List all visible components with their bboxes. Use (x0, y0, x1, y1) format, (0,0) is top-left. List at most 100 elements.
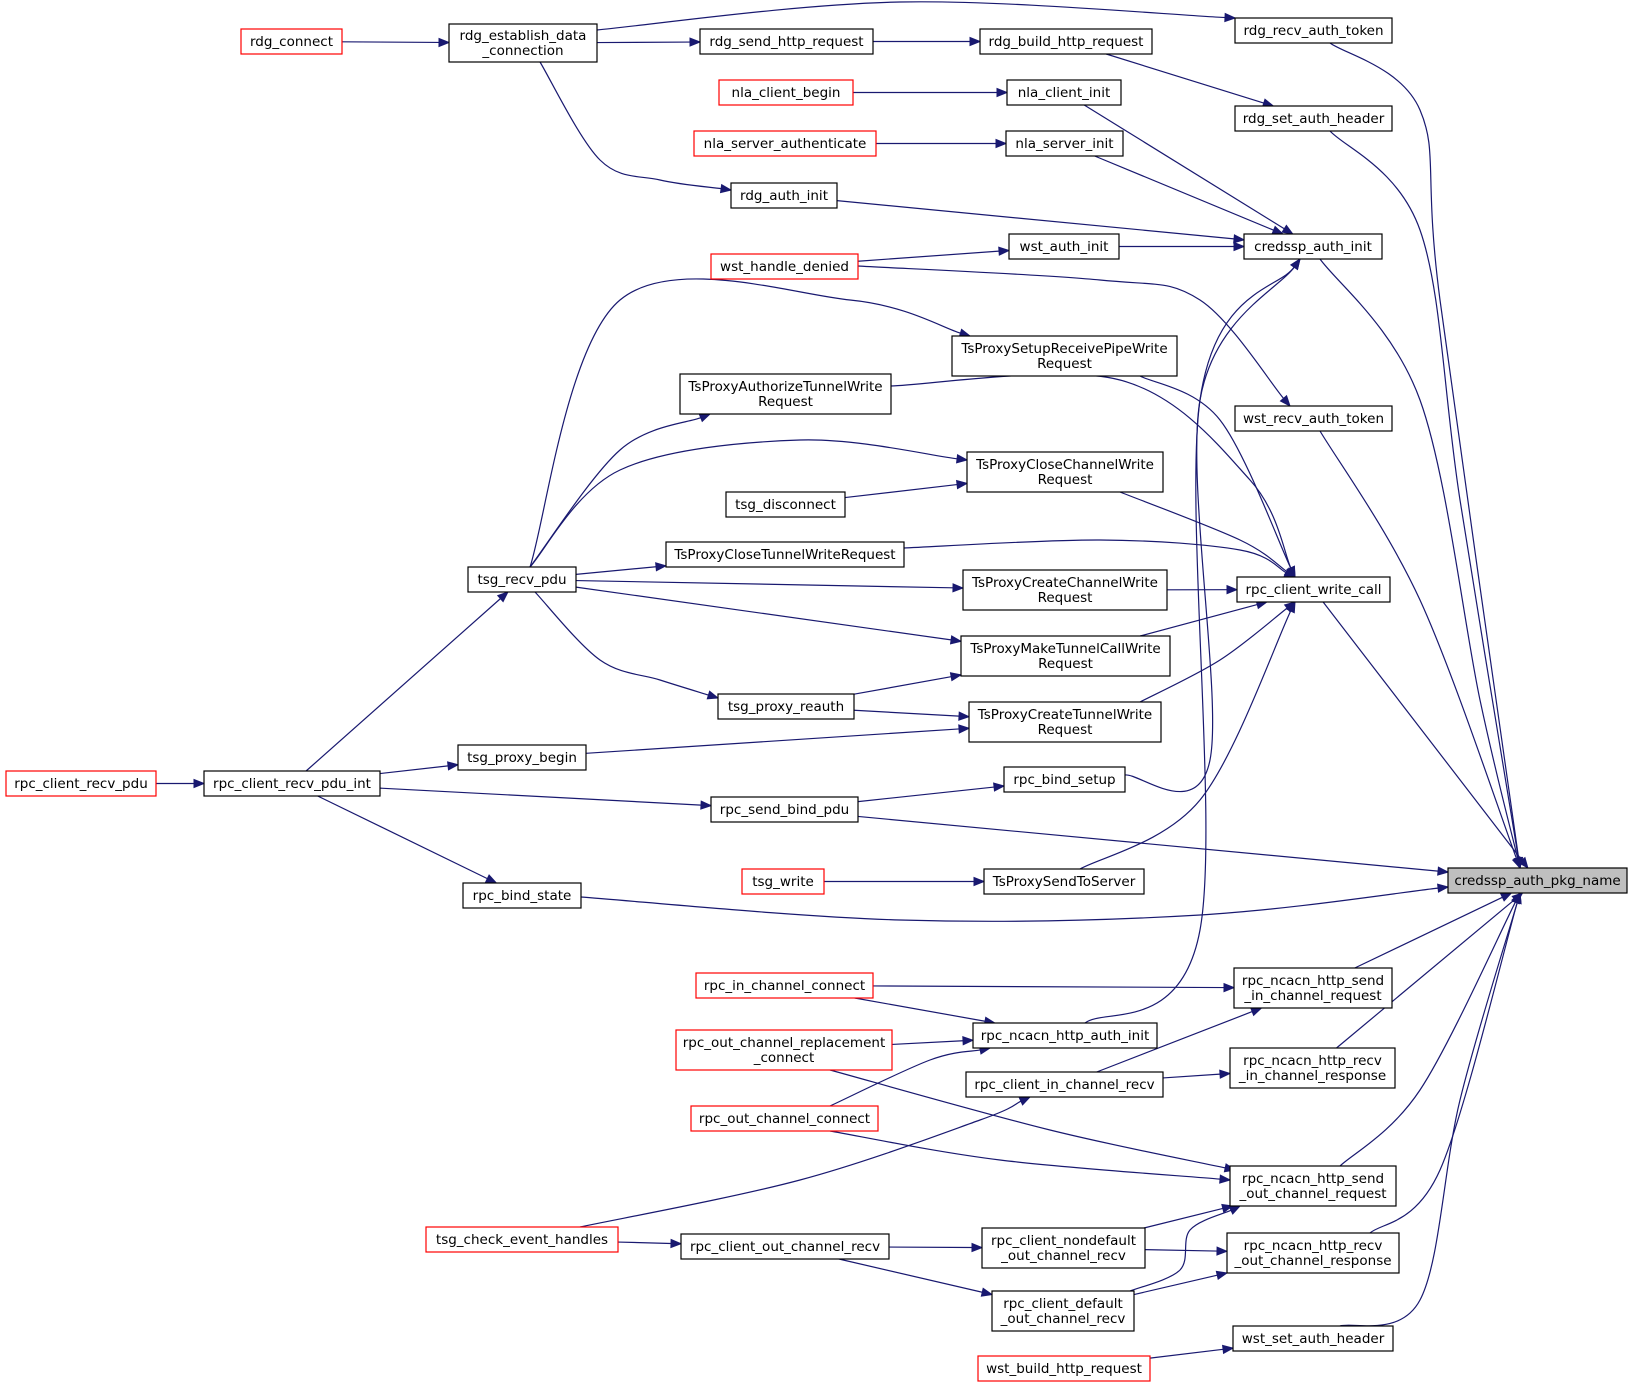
node-box[interactable] (1226, 1232, 1400, 1274)
function-node-wst-set-auth-header[interactable]: wst_set_auth_header (1232, 1325, 1394, 1352)
function-node-tsp-sendtoserver[interactable]: TsProxySendToServer (983, 868, 1145, 895)
node-box[interactable] (1005, 130, 1124, 157)
function-node-rdg-connect[interactable]: rdg_connect (240, 28, 343, 55)
node-box[interactable] (718, 79, 854, 106)
node-box[interactable] (675, 1029, 893, 1071)
function-node-tsp-closetunnel[interactable]: TsProxyCloseTunnelWriteRequest (665, 541, 905, 568)
function-node-rpc-client-in-channel-recv[interactable]: rpc_client_in_channel_recv (965, 1071, 1164, 1098)
node-box[interactable] (983, 868, 1145, 895)
function-node-nla-server-init[interactable]: nla_server_init (1005, 130, 1124, 157)
node-box[interactable] (693, 130, 877, 157)
node-box[interactable] (1233, 967, 1393, 1009)
node-box[interactable] (665, 541, 905, 568)
node-box[interactable] (979, 28, 1153, 55)
function-node-credssp-auth-pkg-name[interactable]: credssp_auth_pkg_name (1447, 867, 1628, 894)
node-box[interactable] (1006, 79, 1122, 106)
node-box[interactable] (710, 796, 859, 823)
function-node-tsg-check-event-handles[interactable]: tsg_check_event_handles (425, 1226, 619, 1253)
node-box[interactable] (467, 566, 577, 593)
function-node-rpc-bind-setup[interactable]: rpc_bind_setup (1003, 766, 1126, 793)
function-node-credssp-auth-init[interactable]: credssp_auth_init (1243, 233, 1383, 260)
function-node-rpc-out-channel-connect[interactable]: rpc_out_channel_connect (690, 1105, 879, 1132)
node-box[interactable] (1236, 576, 1391, 603)
node-box[interactable] (203, 770, 381, 797)
node-box[interactable] (1229, 1047, 1396, 1089)
node-box[interactable] (690, 1105, 879, 1132)
node-box[interactable] (1447, 867, 1628, 894)
function-node-wst-handle-denied[interactable]: wst_handle_denied (710, 253, 859, 280)
function-node-wst-recv-auth-token[interactable]: wst_recv_auth_token (1234, 405, 1393, 432)
function-node-ncacn-recv-out[interactable]: rpc_ncacn_http_recv_out_channel_response (1226, 1232, 1400, 1274)
node-box[interactable] (425, 1226, 619, 1253)
function-node-ncacn-recv-in[interactable]: rpc_ncacn_http_recv_in_channel_response (1229, 1047, 1396, 1089)
function-node-rpc-client-out-channel-recv[interactable]: rpc_client_out_channel_recv (680, 1233, 890, 1260)
function-node-rdg-establish[interactable]: rdg_establish_data_connection (448, 23, 598, 63)
function-node-tsg-disconnect[interactable]: tsg_disconnect (725, 491, 846, 518)
node-box[interactable] (695, 972, 874, 999)
function-node-rdg-set-auth-header[interactable]: rdg_set_auth_header (1234, 105, 1393, 132)
node-box[interactable] (679, 373, 892, 415)
function-node-rpc-client-default[interactable]: rpc_client_default_out_channel_recv (991, 1290, 1135, 1332)
node-box[interactable] (951, 335, 1178, 377)
node-box[interactable] (1229, 1165, 1397, 1207)
function-node-rdg-auth-init[interactable]: rdg_auth_init (730, 182, 838, 209)
node-box[interactable] (1232, 1325, 1394, 1352)
node-box[interactable] (1234, 405, 1393, 432)
function-node-rpc-send-bind-pdu[interactable]: rpc_send_bind_pdu (710, 796, 859, 823)
function-node-ncacn-send-out[interactable]: rpc_ncacn_http_send_out_channel_request (1229, 1165, 1397, 1207)
function-node-rdg-send-http-request[interactable]: rdg_send_http_request (699, 28, 874, 55)
function-node-rdg-build-http-request[interactable]: rdg_build_http_request (979, 28, 1153, 55)
node-box[interactable] (965, 1071, 1164, 1098)
node-box[interactable] (717, 693, 855, 720)
function-node-nla-client-init[interactable]: nla_client_init (1006, 79, 1122, 106)
node-box[interactable] (462, 882, 582, 909)
function-node-rpc-client-recv-pdu[interactable]: rpc_client_recv_pdu (5, 770, 157, 797)
node-box[interactable] (966, 451, 1164, 493)
function-node-wst-auth-init[interactable]: wst_auth_init (1008, 233, 1120, 260)
function-node-nla-server-authenticate[interactable]: nla_server_authenticate (693, 130, 877, 157)
node-box[interactable] (968, 701, 1162, 743)
node-box[interactable] (699, 28, 874, 55)
function-node-ncacn-send-in[interactable]: rpc_ncacn_http_send_in_channel_request (1233, 967, 1393, 1009)
function-node-rpc-in-channel-connect[interactable]: rpc_in_channel_connect (695, 972, 874, 999)
function-node-rpc-client-recv-pdu-int[interactable]: rpc_client_recv_pdu_int (203, 770, 381, 797)
node-box[interactable] (680, 1233, 890, 1260)
function-node-rpc-client-nondefault[interactable]: rpc_client_nondefault_out_channel_recv (981, 1227, 1146, 1269)
function-node-wst-build-http-request[interactable]: wst_build_http_request (977, 1355, 1151, 1382)
function-node-tsg-write[interactable]: tsg_write (741, 868, 825, 895)
function-node-ncacn-auth-init[interactable]: rpc_ncacn_http_auth_init (972, 1022, 1158, 1049)
node-box[interactable] (457, 744, 587, 771)
node-box[interactable] (1008, 233, 1120, 260)
node-box[interactable] (1003, 766, 1126, 793)
node-box[interactable] (981, 1227, 1146, 1269)
function-node-rdg-recv-auth-token[interactable]: rdg_recv_auth_token (1234, 17, 1393, 44)
function-node-rpc-bind-state[interactable]: rpc_bind_state (462, 882, 582, 909)
function-node-rpc-out-channel-replacement[interactable]: rpc_out_channel_replacement_connect (675, 1029, 893, 1071)
node-box[interactable] (448, 23, 598, 63)
function-node-tsg-recv-pdu[interactable]: tsg_recv_pdu (467, 566, 577, 593)
node-box[interactable] (5, 770, 157, 797)
node-box[interactable] (977, 1355, 1151, 1382)
node-box[interactable] (710, 253, 859, 280)
node-box[interactable] (741, 868, 825, 895)
node-box[interactable] (991, 1290, 1135, 1332)
node-box[interactable] (730, 182, 838, 209)
function-node-tsg-proxy-begin[interactable]: tsg_proxy_begin (457, 744, 587, 771)
node-box[interactable] (972, 1022, 1158, 1049)
function-node-rpc-client-write-call[interactable]: rpc_client_write_call (1236, 576, 1391, 603)
node-box[interactable] (240, 28, 343, 55)
node-box[interactable] (1243, 233, 1383, 260)
function-node-nla-client-begin[interactable]: nla_client_begin (718, 79, 854, 106)
node-box[interactable] (962, 569, 1168, 611)
function-node-tsg-proxy-reauth[interactable]: tsg_proxy_reauth (717, 693, 855, 720)
node-box[interactable] (1234, 17, 1393, 44)
node-box[interactable] (1234, 105, 1393, 132)
node-box[interactable] (960, 635, 1171, 677)
node-box[interactable] (725, 491, 846, 518)
